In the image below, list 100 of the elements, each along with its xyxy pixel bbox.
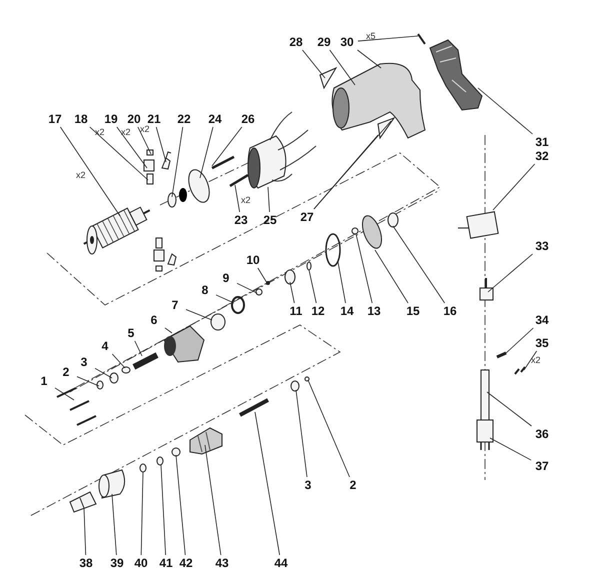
spring-drawing [122, 366, 130, 374]
callout-number: 24 [204, 111, 226, 127]
leader-line [89, 126, 148, 180]
leader-line [314, 120, 392, 210]
callout-number: 4 [94, 338, 116, 354]
leader-line [164, 328, 172, 334]
cap-drawing [146, 150, 154, 156]
leader-line [308, 270, 317, 304]
callout-number: 43 [211, 555, 233, 571]
callout-number: 3 [297, 477, 319, 493]
leader-line [236, 282, 258, 294]
leader-line [302, 50, 326, 78]
leader-line [486, 392, 532, 426]
leader-line [112, 494, 117, 556]
callout-number: 20 [123, 111, 145, 127]
leader-line [54, 388, 74, 400]
quantity-note: x2 [95, 128, 105, 137]
callout-number: 28 [285, 34, 307, 50]
leader-line [212, 126, 242, 166]
quantity-note: x2 [531, 356, 541, 365]
callout-number: 13 [363, 303, 385, 319]
plug-drawing [476, 420, 494, 451]
callout-number: 35 [531, 335, 553, 351]
callout-number: 7 [164, 297, 186, 313]
leader-line [134, 340, 142, 356]
leader-line [296, 390, 308, 478]
screw-drawing [417, 34, 426, 44]
quantity-note: x2 [241, 196, 251, 205]
callout-number: 5 [120, 325, 142, 341]
leader-line [492, 164, 536, 210]
leader-line [308, 380, 350, 478]
leader-line [216, 294, 234, 304]
callout-number: 38 [75, 555, 97, 571]
washer-drawing [256, 288, 262, 296]
leader-line [156, 126, 166, 162]
leader-line [84, 508, 86, 556]
screw-drawing [514, 366, 526, 375]
leader-line [60, 126, 120, 216]
callout-number: 21 [143, 111, 165, 127]
leader-line [478, 88, 533, 134]
switch-drawing [458, 211, 499, 239]
ring-drawing [231, 296, 245, 314]
housing-insert-drawing [319, 66, 338, 90]
callout-number: 18 [70, 111, 92, 127]
leader-line [186, 309, 212, 320]
leader-line [116, 126, 148, 168]
sleeve-drawing [98, 470, 126, 498]
nut-drawing [110, 372, 118, 384]
callout-number: 39 [106, 555, 128, 571]
callout-number: 44 [270, 555, 292, 571]
ring-drawing [156, 456, 164, 466]
callout-number: 19 [100, 111, 122, 127]
spring-clip-drawing [161, 151, 172, 170]
callout-number: 15 [402, 303, 424, 319]
quantity-note: x2 [121, 128, 131, 137]
callout-number: 12 [307, 303, 329, 319]
leader-line [290, 282, 295, 304]
callout-number: 32 [531, 148, 553, 164]
quantity-note: x2 [76, 171, 86, 180]
leader-line [234, 184, 240, 212]
gear-housing-drawing [163, 325, 205, 363]
screw-drawing [56, 387, 96, 426]
motor-housing-drawing [332, 62, 426, 138]
leader-line [204, 444, 222, 556]
callout-number: 40 [130, 555, 152, 571]
washer-drawing [168, 188, 187, 208]
pin-drawing [266, 281, 270, 285]
leader-line [112, 354, 126, 368]
bearing-drawing [388, 212, 398, 228]
callout-number: 34 [531, 312, 553, 328]
callout-number: 2 [342, 477, 364, 493]
callout-number: 42 [175, 555, 197, 571]
leader-line [172, 126, 184, 198]
leader-line [254, 412, 280, 556]
callout-number: 6 [143, 312, 165, 328]
callout-number: 8 [194, 282, 216, 298]
leader-line [200, 126, 214, 178]
leader-line [374, 250, 408, 304]
leader-line [160, 464, 166, 556]
screw-drawing [496, 352, 507, 358]
callout-number: 37 [531, 458, 553, 474]
nut-drawing [172, 448, 180, 456]
leader-line [137, 126, 152, 154]
leader-line [490, 438, 532, 460]
gasket-drawing [325, 233, 341, 267]
leader-line [76, 376, 100, 386]
bit-holder-drawing [69, 491, 97, 513]
brush-drawing [146, 174, 154, 184]
ring-drawing [140, 464, 146, 472]
callout-number: 22 [173, 111, 195, 127]
leader-line [338, 262, 346, 304]
shaft-drawing [239, 398, 269, 417]
callout-number: 10 [242, 252, 264, 268]
callout-number: 27 [296, 209, 318, 225]
callout-number: 23 [230, 212, 252, 228]
callout-number: 17 [44, 111, 66, 127]
bearing-drawing [284, 270, 296, 284]
callout-number: 31 [531, 134, 553, 150]
leader-line [257, 268, 268, 284]
leader-line [357, 50, 382, 68]
